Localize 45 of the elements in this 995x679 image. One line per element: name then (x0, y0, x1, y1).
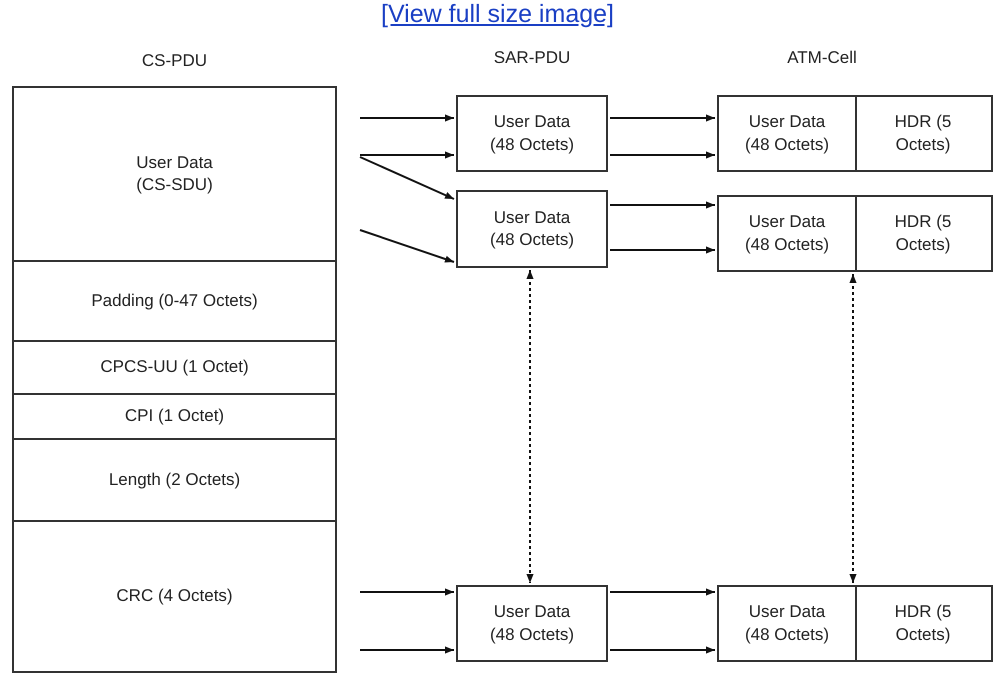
node-label: User Data (48 Octets) (488, 601, 576, 646)
field-row (12, 260, 337, 342)
arrow (610, 646, 715, 654)
column-heading: CS-PDU (140, 50, 208, 72)
field-row (12, 340, 337, 395)
field-row (12, 520, 337, 673)
node-label: Padding (0-47 Octets) (91, 290, 258, 312)
node-label: CPI (1 Octet) (124, 405, 224, 428)
cell-box (717, 195, 993, 272)
node-label: User Data (48 Octets) (744, 601, 830, 646)
pdu-box (456, 95, 608, 172)
arrow (610, 246, 715, 254)
arrow (360, 646, 454, 654)
node-label: HDR (5 Octets) (894, 111, 952, 156)
node-label: HDR (5 Octets) (894, 601, 952, 646)
node-label: User Data (48 Octets) (488, 206, 576, 251)
node-label: User Data (48 Octets) (744, 211, 830, 256)
arrow (360, 156, 454, 200)
arrow (360, 151, 454, 159)
pdu-box (456, 190, 608, 268)
arrow (360, 588, 454, 596)
node-label: HDR (5 Octets) (894, 211, 952, 256)
cell-box (717, 95, 993, 172)
arrow (610, 114, 715, 122)
field-row (12, 86, 337, 262)
field-row (12, 393, 337, 440)
column-heading: ATM-Cell (787, 48, 857, 67)
cell-box (717, 585, 993, 662)
dotted-double-arrow (526, 270, 534, 583)
column-heading: SAR-PDU (494, 48, 570, 67)
node-label: User Data (48 Octets) (488, 111, 576, 156)
arrow (610, 201, 715, 209)
node-label: User Data (48 Octets) (744, 111, 830, 156)
arrow (360, 114, 454, 122)
node-label: CRC (4 Octets) (116, 585, 233, 608)
node-label: CPCS-UU (1 Octet) (100, 356, 249, 378)
node-label: User Data (CS-SDU) (135, 152, 214, 196)
arrow (610, 151, 715, 159)
link: [View full size image] (381, 0, 614, 28)
node-label: Length (2 Octets) (108, 468, 240, 491)
field-row (12, 438, 337, 522)
dotted-double-arrow (849, 274, 857, 583)
pdu-box (456, 585, 608, 662)
arrow (360, 229, 454, 263)
arrow (610, 588, 715, 596)
